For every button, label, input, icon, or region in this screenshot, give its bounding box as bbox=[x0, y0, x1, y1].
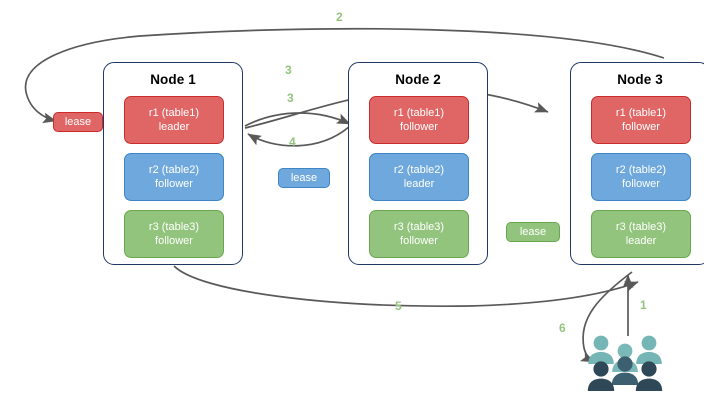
node-card-3[interactable]: Node 3 r1 (table1) follower r2 (table2) … bbox=[570, 62, 704, 265]
node-card-1[interactable]: Node 1 r1 (table1) leader r2 (table2) fo… bbox=[103, 62, 243, 265]
replica-name: r1 (table1) bbox=[393, 107, 445, 119]
lease-chip-table3[interactable]: lease bbox=[506, 222, 560, 242]
replica-2-r3[interactable]: r3 (table3) follower bbox=[369, 210, 469, 258]
replica-2-r2[interactable]: r2 (table2) leader bbox=[369, 153, 469, 201]
replica-name: r1 (table1) bbox=[148, 107, 200, 119]
replica-role: follower bbox=[155, 235, 193, 247]
step-label-3b: 3 bbox=[287, 91, 294, 105]
replica-3-r3[interactable]: r3 (table3) leader bbox=[591, 210, 691, 258]
replica-3-r1[interactable]: r1 (table1) follower bbox=[591, 96, 691, 144]
replica-role: leader bbox=[158, 121, 190, 133]
replica-role: follower bbox=[400, 235, 438, 247]
replica-role: follower bbox=[622, 178, 660, 190]
replica-1-r1[interactable]: r1 (table1) leader bbox=[124, 96, 224, 144]
lease-chip-table2[interactable]: lease bbox=[278, 168, 330, 188]
step-label-3a: 3 bbox=[285, 63, 292, 77]
node-card-2[interactable]: Node 2 r1 (table1) follower r2 (table2) … bbox=[348, 62, 488, 265]
replica-role: leader bbox=[403, 178, 435, 190]
replica-name: r2 (table2) bbox=[393, 164, 445, 176]
node-title-3: Node 3 bbox=[617, 72, 663, 87]
step-label-5: 5 bbox=[395, 299, 402, 313]
replica-name: r2 (table2) bbox=[148, 164, 200, 176]
arrow-step-3-short bbox=[244, 112, 351, 127]
replica-name: r3 (table3) bbox=[615, 221, 667, 233]
replica-name: r3 (table3) bbox=[393, 221, 445, 233]
replica-role: leader bbox=[625, 235, 657, 247]
node-title-2: Node 2 bbox=[395, 72, 441, 87]
replica-2-r1[interactable]: r1 (table1) follower bbox=[369, 96, 469, 144]
step-label-6: 6 bbox=[559, 321, 566, 335]
replica-1-r3[interactable]: r3 (table3) follower bbox=[124, 210, 224, 258]
node-title-1: Node 1 bbox=[150, 72, 196, 87]
arrow-step-4 bbox=[247, 125, 351, 147]
replica-role: follower bbox=[400, 121, 438, 133]
replica-name: r2 (table2) bbox=[615, 164, 667, 176]
step-label-4: 4 bbox=[289, 135, 296, 149]
replica-1-r2[interactable]: r2 (table2) follower bbox=[124, 153, 224, 201]
arrow-step-5 bbox=[173, 265, 639, 308]
replica-role: follower bbox=[155, 178, 193, 190]
replica-name: r3 (table3) bbox=[148, 221, 200, 233]
step-label-1: 1 bbox=[640, 298, 647, 312]
replica-role: follower bbox=[622, 121, 660, 133]
clients-people-icon bbox=[587, 335, 663, 391]
replica-3-r2[interactable]: r2 (table2) follower bbox=[591, 153, 691, 201]
replica-name: r1 (table1) bbox=[615, 107, 667, 119]
step-label-2: 2 bbox=[336, 10, 343, 24]
lease-chip-table1[interactable]: lease bbox=[53, 112, 103, 132]
